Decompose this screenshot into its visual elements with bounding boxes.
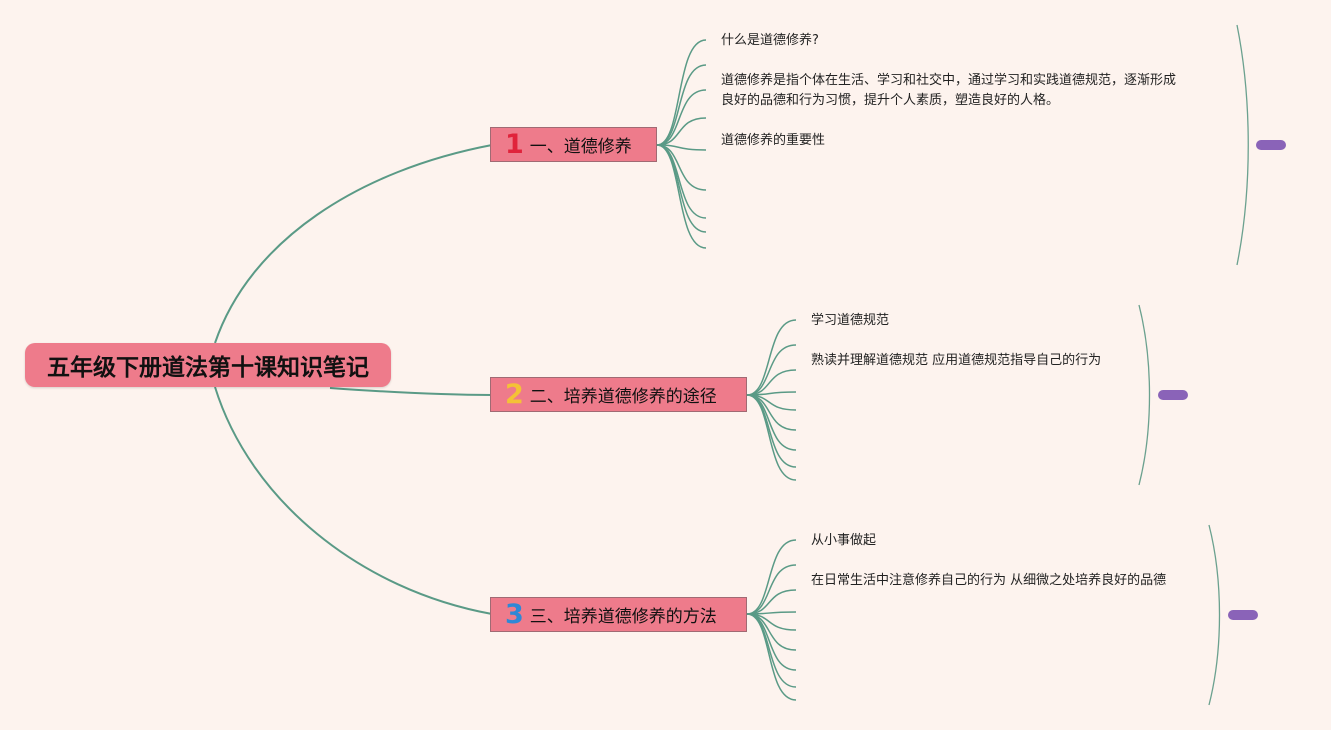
fan-connector-3-2 <box>746 564 797 615</box>
note-2-2: 熟读并理解道德规范 应用道德规范指导自己的行为 <box>811 353 1102 368</box>
fan-connector-1-9 <box>656 144 707 249</box>
fan-connector-2-3 <box>746 369 797 396</box>
branch-topic-3[interactable]: 3 三、培养道德修养的方法 <box>490 597 747 632</box>
summary-bracket-2 <box>1138 304 1151 486</box>
connector-root-branch-3 <box>214 386 493 615</box>
connector-root-branch-2 <box>329 387 493 396</box>
note-1-4: 道德修养的重要性 <box>721 133 826 148</box>
branch-topic-2-label: 二、培养道德修养的途径 <box>529 387 717 407</box>
note-1-3: 良好的品德和行为习惯，提升个人素质，塑造良好的人格。 <box>721 93 1060 108</box>
fan-connector-3-8 <box>746 613 797 688</box>
fan-connector-2-9 <box>746 394 797 481</box>
fan-connector-3-3 <box>746 589 797 615</box>
branch-topic-3-label: 三、培养道德修养的方法 <box>529 607 717 627</box>
branch-topic-1[interactable]: 1 一、道德修养 <box>490 127 657 162</box>
note-2-1: 学习道德规范 <box>811 313 890 328</box>
fan-connector-2-2 <box>746 344 797 396</box>
fan-connector-3-1 <box>746 539 797 615</box>
summary-bracket-3 <box>1208 524 1221 706</box>
note-1-1: 什么是道德修养? <box>721 33 819 48</box>
root-topic-title: 五年级下册道法第十课知识笔记 <box>47 355 369 381</box>
fan-connector-1-5 <box>656 144 707 151</box>
note-3-1: 从小事做起 <box>811 533 877 548</box>
branch-topic-1-label: 一、道德修养 <box>529 137 632 157</box>
number-2-icon: 2 <box>505 379 524 410</box>
number-1-icon: 1 <box>505 129 524 160</box>
summary-bracket-1 <box>1236 24 1249 266</box>
fan-connector-1-1 <box>656 39 707 146</box>
note-1-2: 道德修养是指个体在生活、学习和社交中，通过学习和实践道德规范，逐渐形成 <box>721 73 1177 88</box>
fan-connector-2-6 <box>746 394 797 431</box>
fan-connector-2-8 <box>746 394 797 468</box>
branch-topic-2[interactable]: 2 二、培养道德修养的途径 <box>490 377 747 412</box>
fan-connector-1-4 <box>656 117 707 146</box>
fan-connector-3-9 <box>746 613 797 701</box>
root-topic[interactable]: 五年级下册道法第十课知识笔记 <box>25 343 391 387</box>
collapse-toggle-3[interactable] <box>1228 610 1258 620</box>
fan-connector-2-1 <box>746 319 797 396</box>
number-3-icon: 3 <box>505 599 524 630</box>
fan-connector-1-2 <box>656 64 707 146</box>
fan-connector-3-6 <box>746 613 797 651</box>
fan-connector-1-3 <box>656 89 707 146</box>
collapse-toggle-1[interactable] <box>1256 140 1286 150</box>
collapse-toggle-2[interactable] <box>1158 390 1188 400</box>
fan-connector-1-6 <box>656 144 707 191</box>
connector-root-branch-1 <box>214 144 493 344</box>
note-3-2: 在日常生活中注意修养自己的行为 从细微之处培养良好的品德 <box>811 573 1167 588</box>
